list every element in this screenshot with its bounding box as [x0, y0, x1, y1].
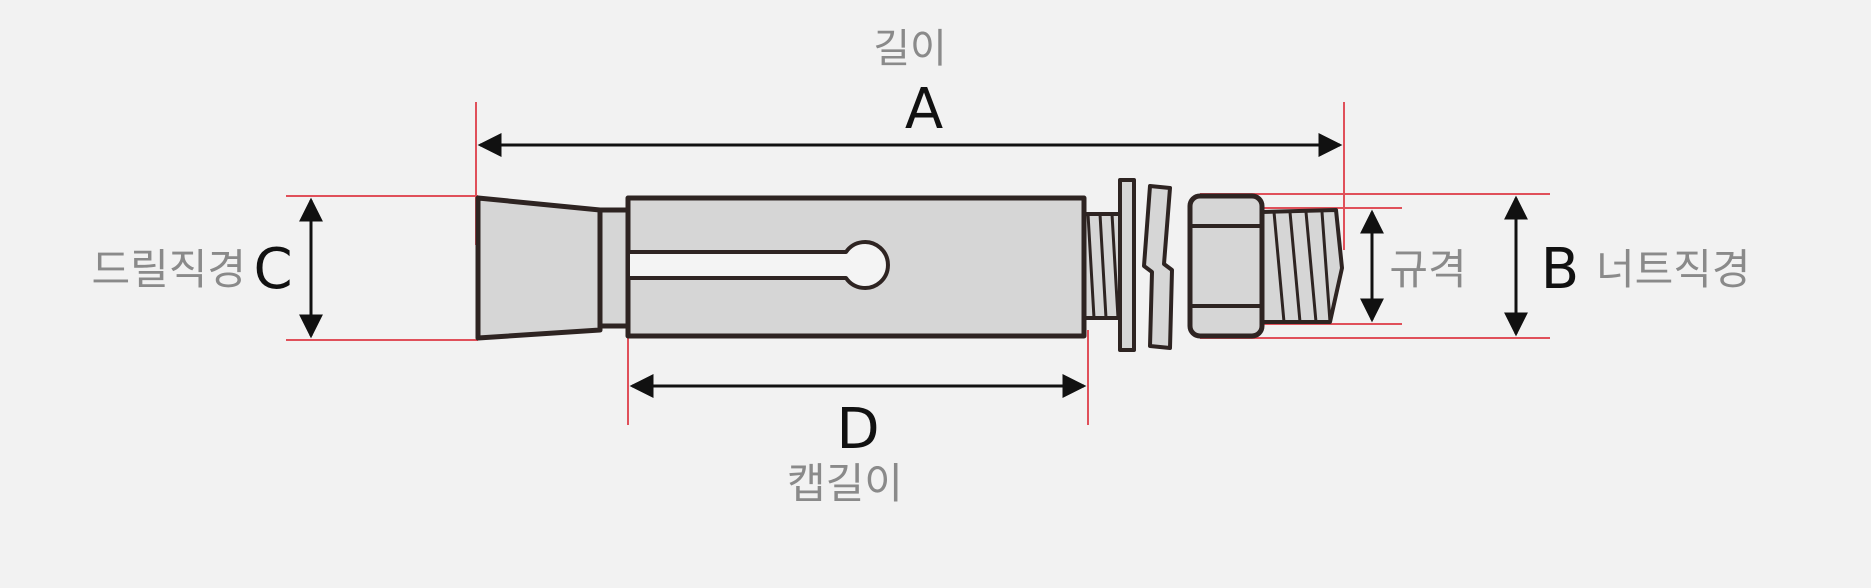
cone-expander	[475, 195, 603, 341]
nut-diameter-letter: B	[1541, 237, 1579, 302]
cap-length-letter: D	[836, 397, 879, 462]
flat-washer	[1118, 178, 1136, 352]
cap-length-label: 캡길이	[787, 459, 903, 508]
nut-diameter-label: 너트직경	[1596, 245, 1751, 294]
length-letter: A	[905, 77, 943, 142]
drill-diameter-letter: C	[253, 237, 292, 302]
spec-label: 규격	[1389, 245, 1466, 294]
spring-washer	[1142, 184, 1174, 350]
sleeve-slot	[630, 240, 890, 290]
length-label: 길이	[873, 26, 947, 72]
anchor-bolt	[475, 178, 1344, 352]
guide-lines	[286, 102, 1550, 425]
drill-diameter-label: 드릴직경	[91, 245, 246, 294]
hex-nut	[1187, 193, 1265, 339]
dimension-lines	[299, 133, 1528, 398]
cone-neck	[597, 207, 631, 329]
